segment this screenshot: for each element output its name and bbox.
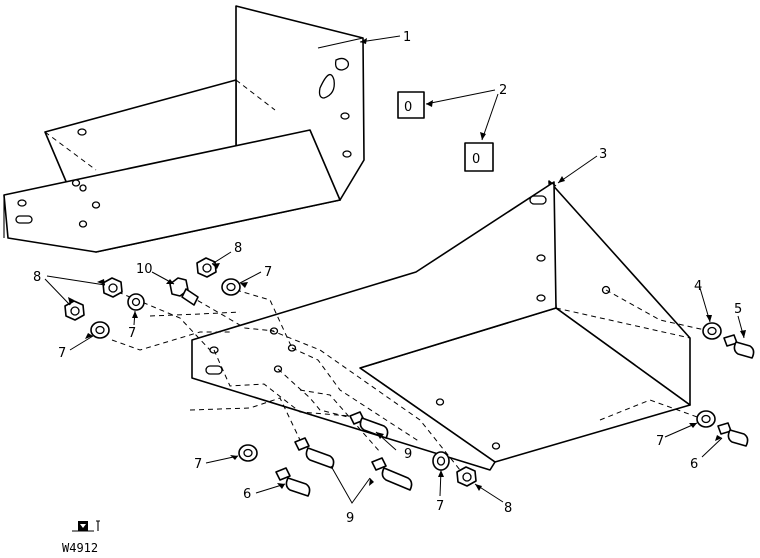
callout-5: 5 xyxy=(734,302,742,317)
bolt-5 xyxy=(723,334,755,359)
nut-8-d xyxy=(456,466,477,487)
plate-part-2-b: 0 xyxy=(464,142,494,172)
washer-4 xyxy=(702,322,722,340)
callout-7: 7 xyxy=(128,326,136,341)
callout-8: 8 xyxy=(234,241,242,256)
manufacturer-logo-icon xyxy=(72,520,100,532)
callout-9: 9 xyxy=(404,447,412,462)
washer-7-a xyxy=(90,321,110,339)
callout-7: 7 xyxy=(58,346,66,361)
bolt-9-c xyxy=(371,457,413,491)
callout-7: 7 xyxy=(656,434,664,449)
callout-7: 7 xyxy=(436,499,444,514)
callout-labels: 1 2 3 4 5 6 6 7 7 7 7 7 7 8 8 8 9 9 10 xyxy=(33,30,742,526)
callout-4: 4 xyxy=(694,279,702,294)
plate-mark: 0 xyxy=(472,152,480,167)
callout-1: 1 xyxy=(403,30,411,45)
bracket-part-1 xyxy=(3,5,365,253)
washer-7-f xyxy=(696,410,716,428)
callout-6: 6 xyxy=(690,457,698,472)
callout-7: 7 xyxy=(194,457,202,472)
callout-3: 3 xyxy=(599,147,607,162)
callout-7: 7 xyxy=(264,265,272,280)
callout-8: 8 xyxy=(33,270,41,285)
arrow-tips xyxy=(68,38,746,491)
callout-6: 6 xyxy=(243,487,251,502)
nut-8-a xyxy=(102,277,123,298)
callout-10: 10 xyxy=(136,262,153,277)
callout-2: 2 xyxy=(499,83,507,98)
callout-8: 8 xyxy=(504,501,512,516)
plate-mark: 0 xyxy=(404,100,412,115)
nut-8-b xyxy=(64,300,85,321)
callout-9: 9 xyxy=(346,511,354,526)
alignment-lines xyxy=(111,289,706,471)
bolt-10 xyxy=(169,277,199,306)
figure-code: W4912 xyxy=(62,520,100,555)
nut-8-c xyxy=(196,257,217,278)
bracket-part-3 xyxy=(191,180,691,471)
washer-7-b xyxy=(127,293,145,311)
bolt-6-b xyxy=(717,422,749,447)
washer-7-e xyxy=(432,451,450,471)
plate-part-2-a: 0 xyxy=(397,91,425,119)
bolt-6-a xyxy=(275,467,311,497)
washer-7-c xyxy=(221,278,241,296)
washer-7-d xyxy=(238,444,258,462)
bolt-9-b xyxy=(294,437,335,469)
hardware xyxy=(64,257,755,497)
figure-code-text: W4912 xyxy=(62,541,98,555)
bolt-9-a xyxy=(349,411,389,439)
